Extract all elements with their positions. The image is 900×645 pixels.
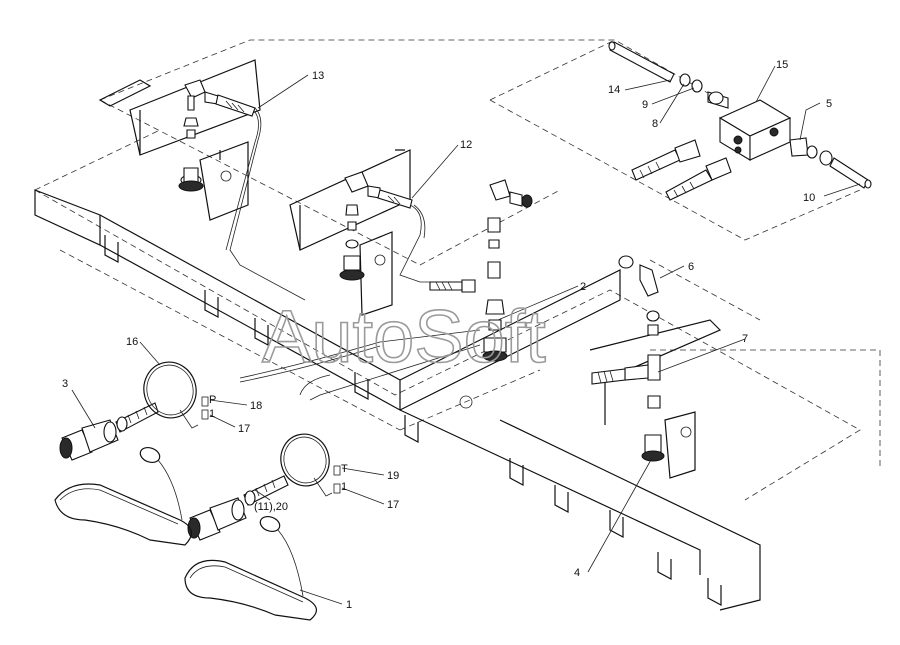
valve-block-15	[718, 99, 792, 161]
fitting-2	[482, 299, 508, 362]
callout-13: 13	[312, 70, 324, 82]
fittings-8-9	[679, 73, 729, 109]
tag-1-upper: 1	[209, 408, 215, 420]
frame-outline	[34, 39, 881, 501]
callout-9: 9	[642, 99, 648, 111]
callout-18: 18	[250, 400, 262, 412]
callout-17-lower: 17	[387, 499, 399, 511]
tag-boxes	[201, 396, 341, 494]
callout-15: 15	[776, 59, 788, 71]
callout-1: 1	[346, 599, 352, 611]
callout-12: 12	[460, 139, 472, 151]
hose-assembly-6-7	[591, 255, 665, 462]
callout-7: 7	[742, 333, 748, 345]
callout-14: 14	[608, 84, 620, 96]
tag-t: T	[341, 463, 348, 475]
callout-10: 10	[803, 192, 815, 204]
hose-assembly-13	[178, 79, 256, 192]
callout-16: 16	[126, 336, 138, 348]
dust-cap-upper	[54, 446, 192, 546]
block-hoses	[631, 139, 732, 201]
band-clamp-16	[143, 361, 199, 429]
callout-5: 5	[826, 98, 832, 110]
leader-lines	[71, 65, 861, 605]
callout-3: 3	[62, 378, 68, 390]
hose-routes	[225, 107, 481, 401]
callout-17-upper: 17	[238, 423, 250, 435]
band-clamp-19	[280, 433, 333, 497]
tag-letters: P 1 T 1	[209, 394, 348, 493]
callout-2: 2	[580, 281, 586, 293]
watermark: AutoSoft	[262, 295, 546, 378]
fitting-5-pipe-10	[789, 137, 872, 189]
callout-6: 6	[688, 261, 694, 273]
dust-cap-1	[184, 515, 317, 621]
hose-assembly-12	[339, 171, 533, 293]
callout-19: 19	[387, 470, 399, 482]
callout-11-20: (11),20	[254, 501, 288, 513]
frame-beams	[34, 59, 761, 611]
pipe-14	[608, 41, 675, 83]
tag-p: P	[209, 394, 216, 406]
callout-8: 8	[652, 118, 658, 130]
callout-numbers: 13 12 2 3 4 5 6 7 8 9 10 14 15 16 18 17 …	[62, 59, 832, 611]
callout-4: 4	[574, 567, 580, 579]
tag-1-lower: 1	[341, 481, 347, 493]
quick-coupler-3	[59, 402, 159, 461]
